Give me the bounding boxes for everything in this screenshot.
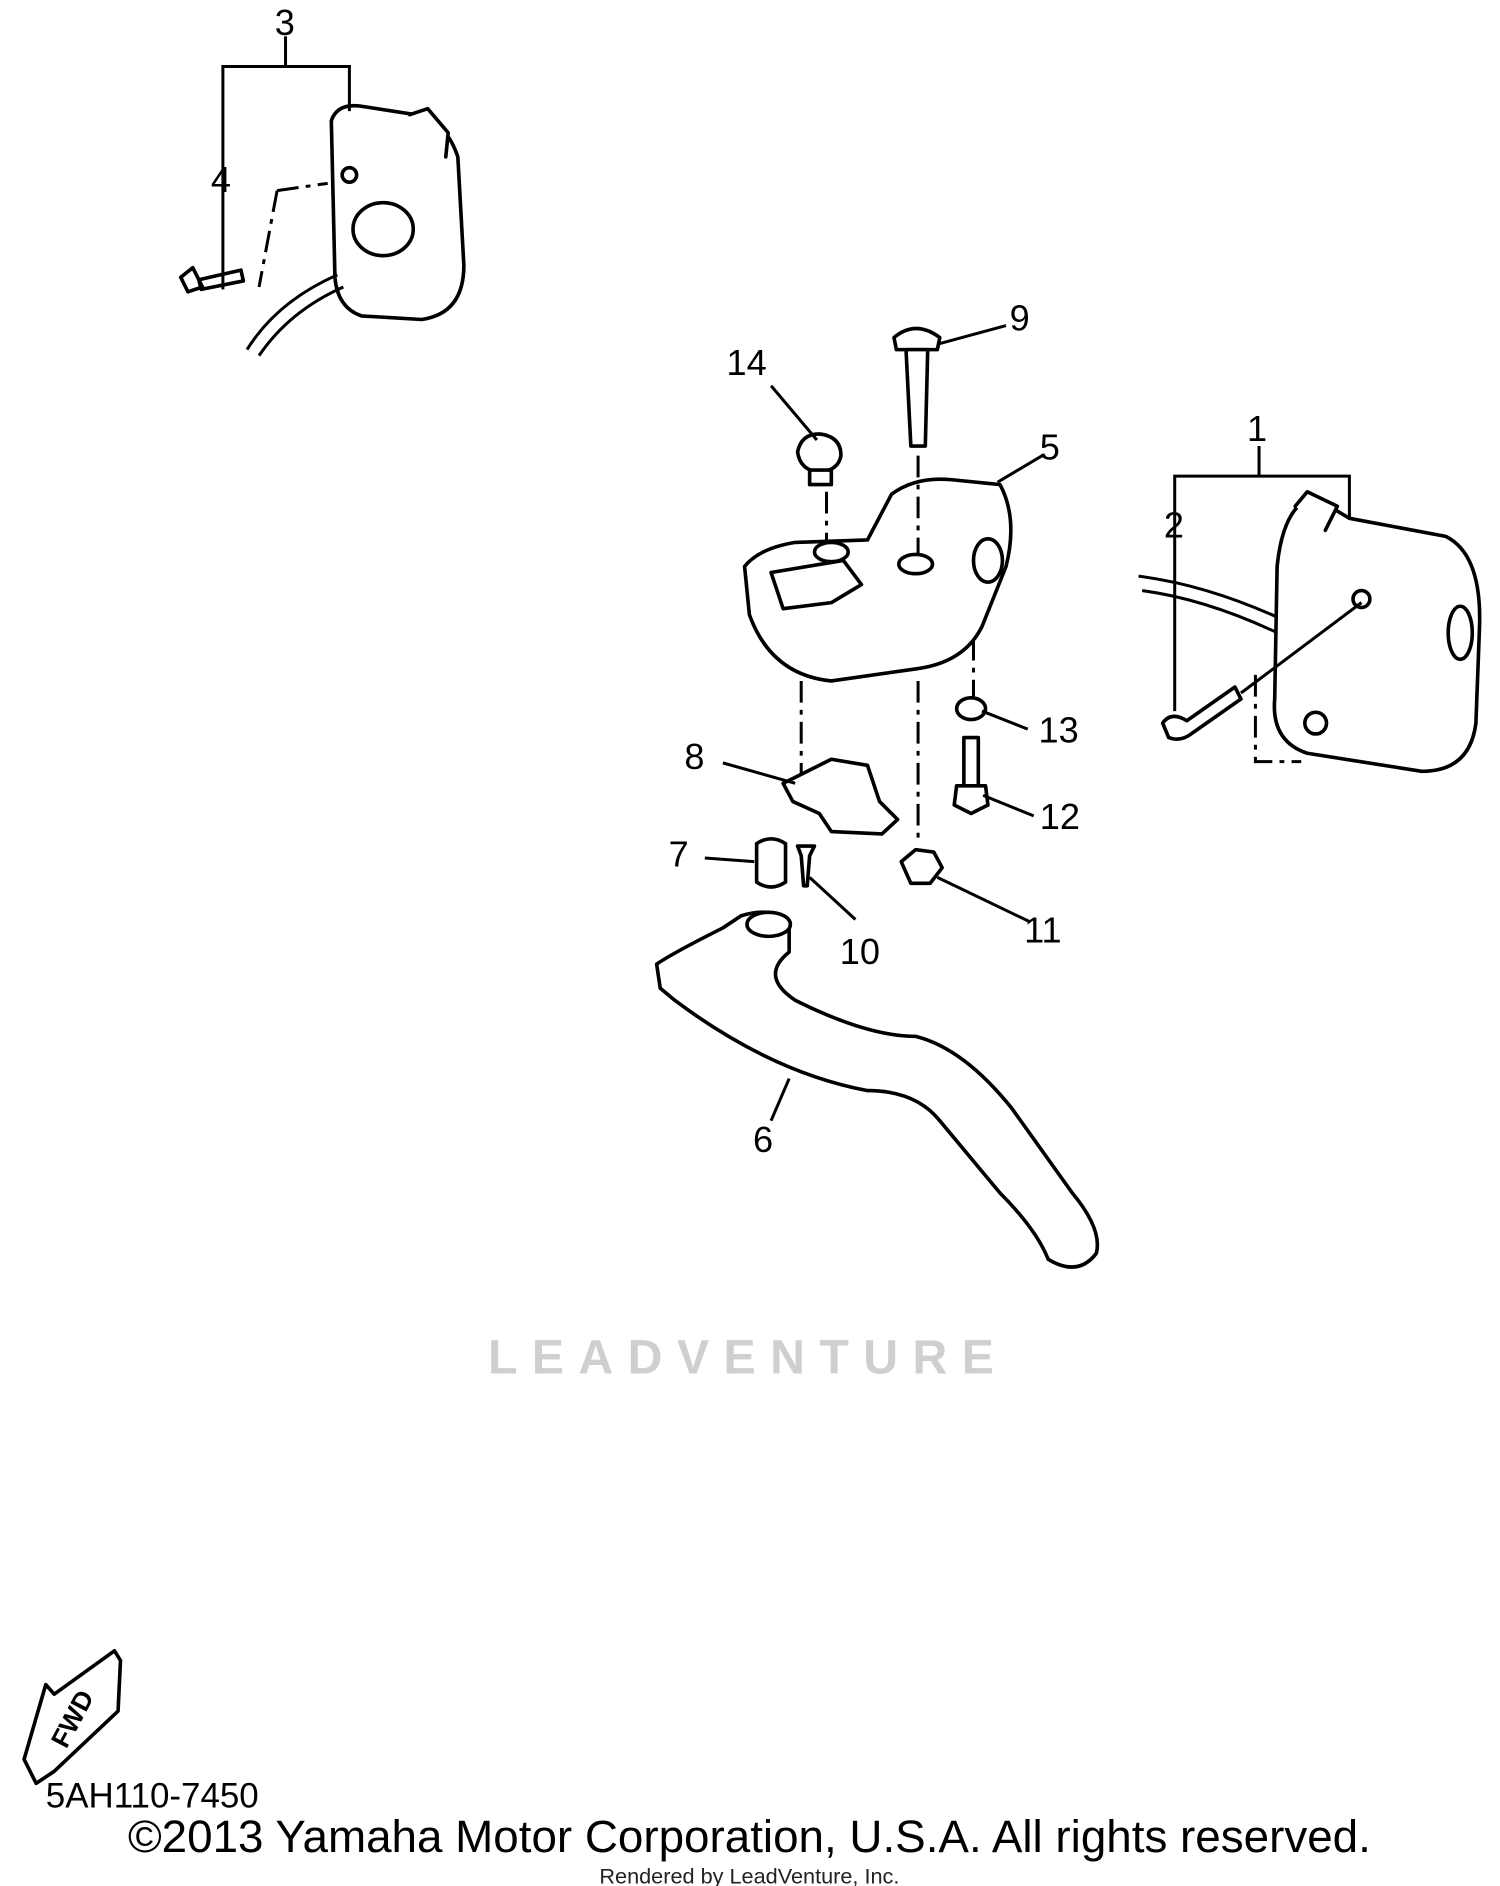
collar-7 (754, 836, 788, 889)
right-handlebar-switch (1138, 489, 1482, 774)
callout-7: 7 (669, 833, 689, 874)
callout-12: 12 (1040, 796, 1080, 837)
callout-8: 8 (684, 736, 704, 777)
rendered-by: Rendered by LeadVenture, Inc. (599, 1863, 899, 1886)
bolt-9 (892, 326, 942, 448)
lever-holder-bracket (742, 477, 1013, 683)
left-handlebar-switch (178, 103, 466, 357)
callout-10: 10 (840, 931, 880, 972)
washer-13 (954, 696, 988, 722)
cap-14 (795, 432, 843, 487)
diagram-code: 5AH110-7450 (46, 1776, 259, 1815)
watermark: LEADVENTURE (488, 1331, 1008, 1385)
callout-4: 4 (211, 159, 231, 200)
callout-13: 13 (1039, 709, 1079, 750)
callout-9: 9 (1010, 297, 1030, 338)
bolt-12 (952, 735, 990, 816)
callout-5: 5 (1040, 426, 1060, 467)
nut-11 (899, 847, 944, 886)
callout-11: 11 (1024, 909, 1062, 950)
switch-8 (781, 757, 900, 836)
screw-10 (795, 844, 817, 888)
copyright: ©2013 Yamaha Motor Corporation, U.S.A. A… (128, 1811, 1371, 1862)
callout-3: 3 (275, 2, 295, 43)
callout-14: 14 (727, 342, 767, 383)
callout-6: 6 (753, 1119, 773, 1160)
callout-2: 2 (1164, 505, 1184, 546)
callout-1: 1 (1247, 408, 1267, 449)
fwd-arrow-icon: FWD (22, 1649, 123, 1786)
